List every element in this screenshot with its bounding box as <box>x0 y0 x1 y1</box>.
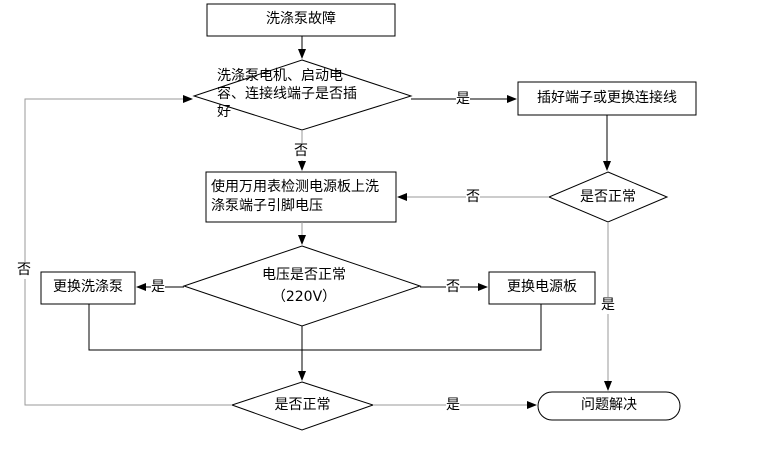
edge-label-yes-solved-right: 是 <box>601 297 615 314</box>
edge-normal2-loop-back <box>24 95 232 406</box>
replace-board-box <box>488 271 596 305</box>
replace-pump-label: 更换洗涤泵 <box>53 279 123 295</box>
plug-terminal-box <box>517 81 697 116</box>
edge-label-no-loop: 否 <box>17 262 31 279</box>
edge-label-yes-1: 是 <box>456 91 470 108</box>
edge-label-no-board: 否 <box>446 279 460 296</box>
edge-label-yes-pump: 是 <box>151 279 165 296</box>
start-box <box>206 3 396 37</box>
measure-board-box <box>205 171 397 223</box>
replace-board-label: 更换电源板 <box>507 279 577 295</box>
replace-pump-box <box>40 271 136 305</box>
plug-terminal-label: 插好端子或更换连接线 <box>537 90 677 106</box>
edge-label-yes-solved-bottom: 是 <box>446 397 460 414</box>
start-label: 洗涤泵故障 <box>266 11 336 27</box>
normal-check-2-label: 是否正常 <box>274 397 331 413</box>
normal-check-1-label: 是否正常 <box>580 189 636 205</box>
solved-terminator <box>537 391 681 421</box>
normal-check-2-diamond <box>230 381 375 431</box>
edge-label-no-1: 否 <box>294 143 308 160</box>
voltage-check-label: 电压是否正常（220V） <box>262 267 346 305</box>
edge-label-no-2: 否 <box>466 189 480 206</box>
connection-check-label: 洗涤泵电机、启动电容、连接线端子是否插好 <box>217 68 357 120</box>
edge-merge-bar <box>88 304 542 351</box>
solved-label: 问题解决 <box>581 397 637 413</box>
measure-board-label: 使用万用表检测电源板上洗涤泵端子引脚电压 <box>211 179 379 214</box>
